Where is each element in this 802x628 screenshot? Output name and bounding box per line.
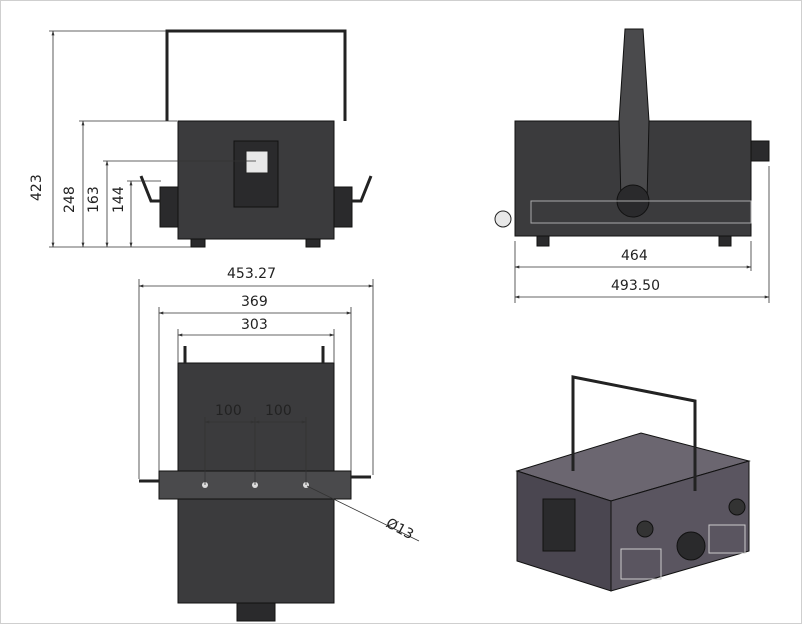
top-rear-block bbox=[236, 602, 276, 622]
dim-label-464: 464 bbox=[621, 248, 648, 264]
dim-label-144: 144 bbox=[111, 186, 127, 213]
dim-label-369: 369 bbox=[241, 294, 268, 310]
dim-leader-diameter bbox=[306, 485, 420, 542]
front-handle bbox=[165, 29, 347, 121]
front-connector bbox=[245, 150, 269, 174]
front-right-knob bbox=[351, 175, 373, 203]
iso-handle-pivot bbox=[676, 531, 706, 561]
dim-label-493-50: 493.50 bbox=[611, 278, 660, 294]
dim-label-100-left: 100 bbox=[215, 403, 242, 419]
side-foot-left bbox=[536, 235, 550, 247]
front-left-bracket bbox=[159, 186, 179, 228]
side-vent-grille bbox=[530, 200, 752, 224]
side-rear-ring bbox=[494, 210, 512, 228]
dim-label-diameter: Ø13 bbox=[383, 515, 416, 543]
iso-side-hole-right bbox=[728, 498, 746, 516]
iso-side-hole-left bbox=[636, 520, 654, 538]
dim-label-100-right: 100 bbox=[265, 403, 292, 419]
iso-connector-plate bbox=[542, 498, 576, 552]
front-right-bracket bbox=[333, 186, 353, 228]
dim-label-423: 423 bbox=[29, 174, 45, 201]
iso-vent-right bbox=[708, 524, 746, 554]
dim-label-453-27: 453.27 bbox=[227, 266, 276, 282]
front-view: 423 248 163 144 bbox=[29, 29, 373, 248]
iso-vent-left bbox=[620, 548, 662, 580]
iso-side-face bbox=[610, 460, 750, 592]
front-left-knob bbox=[139, 175, 161, 203]
iso-handle bbox=[571, 375, 697, 491]
side-handle-arm bbox=[618, 28, 650, 202]
isometric-view bbox=[515, 375, 751, 592]
dim-label-248: 248 bbox=[62, 186, 78, 213]
top-view: 453.27 369 303 100 100 Ø13 bbox=[138, 266, 420, 622]
front-foot-left bbox=[190, 238, 206, 248]
dim-label-163: 163 bbox=[86, 186, 102, 213]
dim-label-303: 303 bbox=[241, 317, 268, 333]
front-foot-right bbox=[305, 238, 321, 248]
side-view: 464 493.50 bbox=[494, 28, 770, 303]
side-rear-tab bbox=[750, 140, 770, 162]
side-foot-right bbox=[718, 235, 732, 247]
